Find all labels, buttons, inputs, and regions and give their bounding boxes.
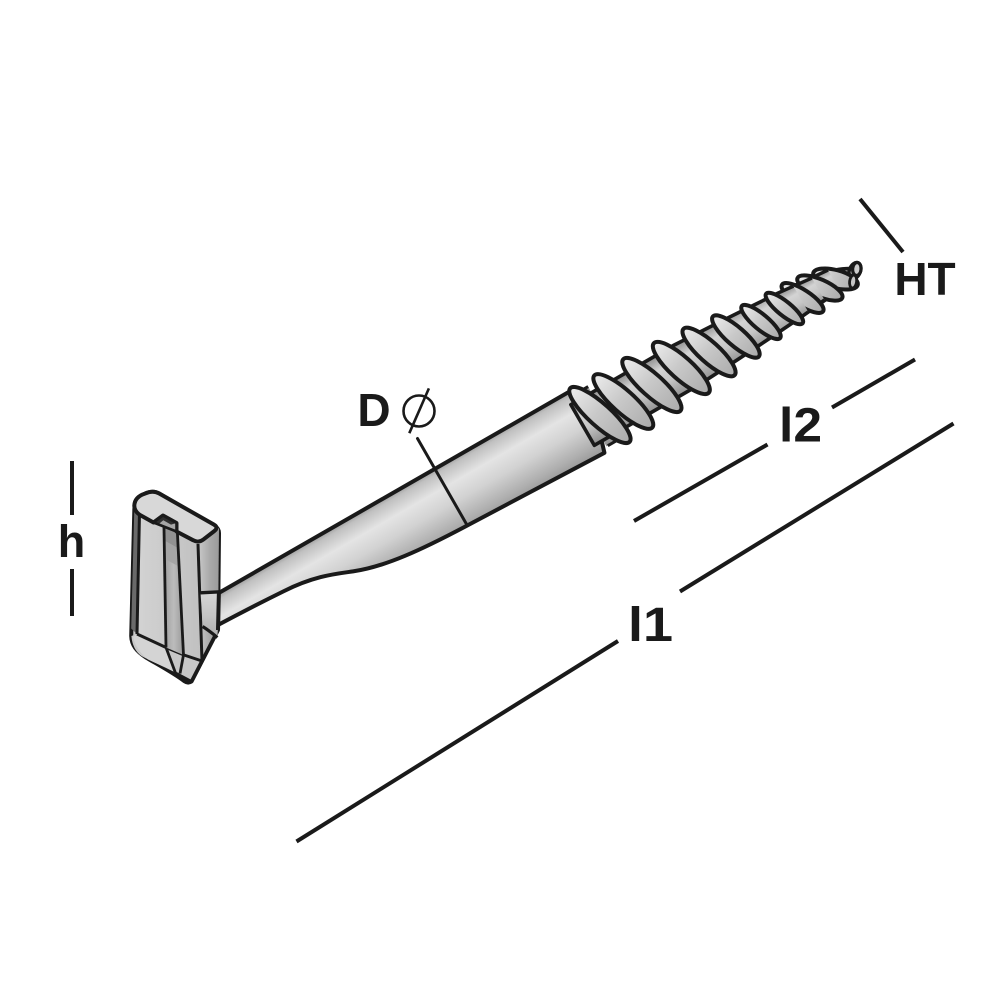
svg-text:l1: l1 [628, 599, 673, 652]
svg-text:l2: l2 [779, 400, 822, 453]
svg-text:HT: HT [894, 253, 955, 305]
svg-text:D: D [357, 384, 390, 436]
svg-text:h: h [58, 516, 86, 567]
